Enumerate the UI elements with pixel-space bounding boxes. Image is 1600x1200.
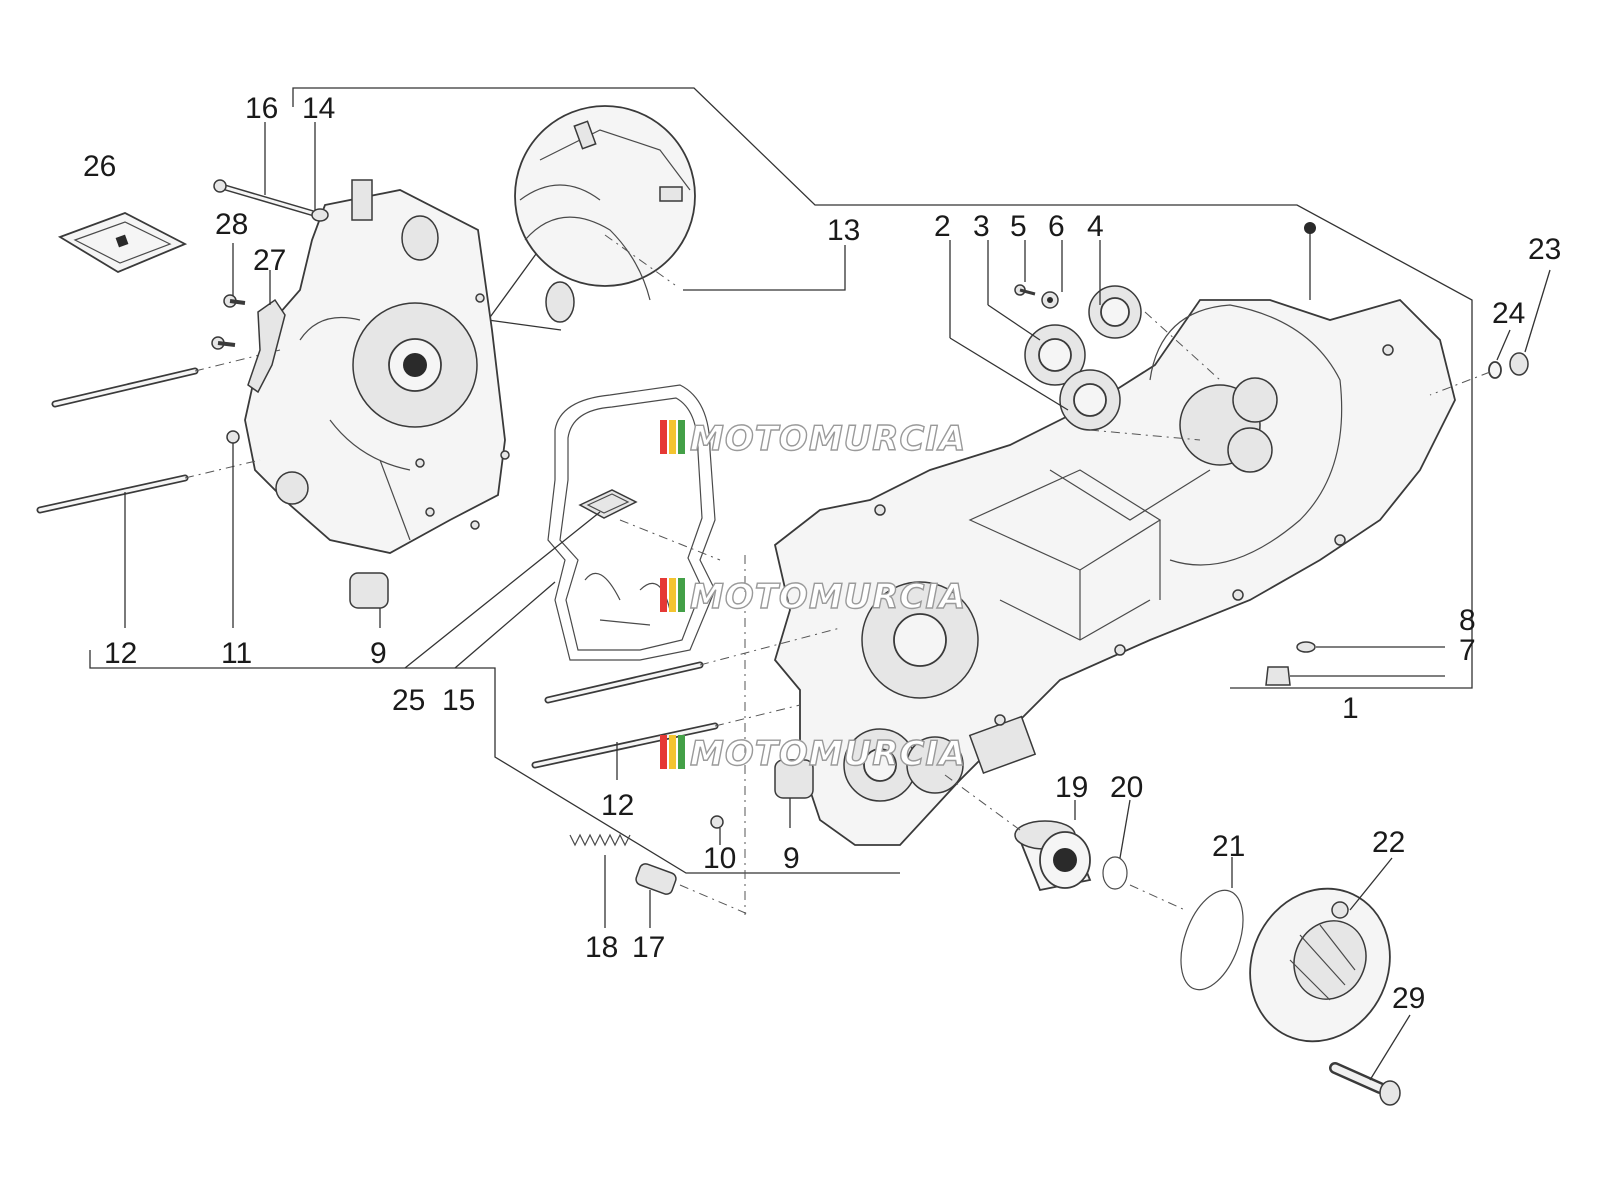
callout-16: 16 — [245, 92, 278, 125]
callout-18: 18 — [585, 931, 618, 964]
gasket-15 — [404, 384, 721, 669]
watermark-middle: MOTOMURCIA — [660, 576, 966, 618]
washer-24 — [1488, 361, 1502, 379]
watermark-top: MOTOMURCIA — [660, 418, 966, 460]
left-crankcase-half — [244, 179, 510, 554]
pin-11 — [226, 430, 240, 444]
callout-12-left: 12 — [104, 637, 137, 670]
callout-13: 13 — [827, 214, 860, 247]
bolt-23 — [1509, 352, 1529, 376]
stud-rod-mid-lower — [531, 722, 719, 769]
plug-7 — [1265, 666, 1291, 686]
circlip-20 — [1102, 856, 1128, 890]
callout-28: 28 — [215, 208, 248, 241]
group-bracket-lines — [89, 87, 1473, 874]
watermark-stripe — [660, 735, 667, 769]
filter-plate-25 — [578, 489, 638, 519]
watermark-text: MOTOMURCIA — [690, 577, 966, 617]
watermark-stripe — [678, 735, 685, 769]
detail-magnifier — [487, 105, 846, 331]
watermark-stripe — [669, 735, 676, 769]
callout-9-center: 9 — [783, 842, 800, 875]
stud-rod-upper — [51, 367, 199, 408]
callout-10: 10 — [703, 842, 736, 875]
callout-8: 8 — [1459, 604, 1476, 637]
right-small-parts — [1265, 269, 1551, 686]
bottom-right-parts — [944, 774, 1411, 1106]
watermark-stripe — [669, 578, 676, 612]
screw-10 — [710, 815, 724, 829]
callout-29: 29 — [1392, 982, 1425, 1015]
callout-24: 24 — [1492, 297, 1525, 330]
bushing-9-left — [349, 572, 389, 609]
watermark-stripe — [669, 420, 676, 454]
watermark-stripe — [678, 578, 685, 612]
watermark-stripe — [660, 420, 667, 454]
callout-1: 1 — [1342, 692, 1359, 725]
callout-15: 15 — [442, 684, 475, 717]
callout-12-center: 12 — [601, 789, 634, 822]
reference-dot — [1304, 222, 1316, 234]
callout-7: 7 — [1459, 634, 1476, 667]
filter-19 — [1014, 820, 1092, 892]
stud-rod-lower — [36, 474, 189, 514]
callout-5: 5 — [1010, 210, 1027, 243]
callout-14: 14 — [302, 92, 335, 125]
callout-21: 21 — [1212, 830, 1245, 863]
callout-2: 2 — [934, 210, 951, 243]
plunger-17 — [635, 863, 677, 895]
bolt-29 — [1329, 1062, 1401, 1106]
callout-6: 6 — [1048, 210, 1065, 243]
left-small-parts — [36, 122, 389, 628]
stud-rod-mid-upper — [544, 661, 704, 704]
main-crankcase — [773, 298, 1456, 846]
bearing-2 — [1059, 369, 1121, 431]
callout-25: 25 — [392, 684, 425, 717]
oil-cover-22 — [1249, 887, 1391, 1043]
callout-26: 26 — [83, 150, 116, 183]
filter-plate-26 — [57, 212, 188, 274]
callout-labels: 1 2 3 4 5 6 7 8 9 9 10 11 12 12 13 14 15… — [83, 92, 1561, 1015]
callout-23: 23 — [1528, 233, 1561, 266]
bolt-long-16 — [213, 179, 315, 216]
callout-11: 11 — [221, 637, 252, 670]
bushing-9-center — [774, 759, 814, 799]
callout-17: 17 — [632, 931, 665, 964]
callout-20: 20 — [1110, 771, 1143, 804]
watermark-text: MOTOMURCIA — [690, 734, 966, 774]
dowel-14 — [311, 208, 329, 222]
center-lower-parts — [531, 555, 841, 928]
washer-8 — [1296, 641, 1316, 653]
bracket-27 — [247, 298, 286, 394]
callout-4: 4 — [1087, 210, 1104, 243]
callout-22: 22 — [1372, 826, 1405, 859]
oring-21 — [1180, 889, 1244, 991]
watermark-text: MOTOMURCIA — [690, 419, 966, 459]
watermark-stripe — [678, 420, 685, 454]
callout-27: 27 — [253, 244, 286, 277]
bearing-4 — [1088, 285, 1142, 339]
spring-18 — [569, 833, 631, 847]
callout-9-left: 9 — [370, 637, 387, 670]
watermark-stripe — [660, 578, 667, 612]
callout-3: 3 — [973, 210, 990, 243]
callout-19: 19 — [1055, 771, 1088, 804]
watermark-bottom: MOTOMURCIA — [660, 733, 966, 775]
bearings — [949, 222, 1316, 441]
